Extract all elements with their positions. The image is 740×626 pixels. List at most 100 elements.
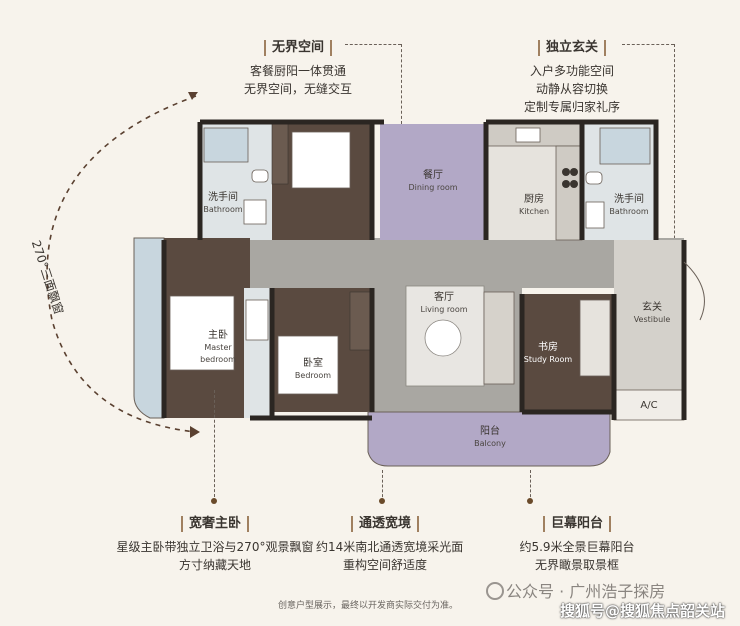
master-sink xyxy=(245,299,269,341)
room-bath1: 洗手间 Bathroom xyxy=(200,192,246,216)
bath1-toilet xyxy=(251,169,269,183)
room-bedroom1: 卧室 Bedroom xyxy=(296,148,336,172)
bath2-sink xyxy=(585,201,605,229)
room-bedroom2: 卧室 Bedroom xyxy=(292,358,334,382)
bedroom2-bed xyxy=(277,335,339,395)
bedroom2-closet xyxy=(349,291,371,351)
watermark-wechat: 公众号 · 广州浩子探房 xyxy=(506,582,666,601)
callout-balcony: 巨幕阳台 约5.9米全景巨幕阳台 无界瞰景取景框 xyxy=(516,512,638,574)
leader-line xyxy=(401,44,402,124)
callout-tag: 通透宽境 xyxy=(350,516,419,532)
leader-line xyxy=(530,470,531,502)
room-vestibule: 玄关 Vestibule xyxy=(626,302,678,326)
room-name-en: Master xyxy=(204,343,232,352)
bath2-toilet xyxy=(585,171,603,185)
room-name-en: Kitchen xyxy=(518,207,550,216)
callout-line: 约14米南北通透宽境采光面 xyxy=(316,540,464,554)
kitchen-counter-side xyxy=(555,145,583,241)
room-name: 餐厅 xyxy=(423,170,443,181)
room-name: 客厅 xyxy=(434,292,454,303)
callout-line: 约5.9米全景巨幕阳台 xyxy=(519,540,635,554)
callout-line: 重构空间舒适度 xyxy=(342,558,427,572)
disclaimer: 创意户型展示，最终以开发商实际交付为准。 xyxy=(278,601,459,611)
room-name-en: Study Room xyxy=(523,355,573,364)
balcony-floor xyxy=(367,411,611,467)
callout-line: 动静从容切换 xyxy=(535,82,608,96)
callout-tag: 无界空间 xyxy=(263,40,332,56)
watermark-sohu: 搜狐号@搜狐焦点韶关站 xyxy=(560,602,726,620)
room-name: 厨房 xyxy=(524,194,544,205)
callout-line: 星级主卧带独立卫浴与270°观景飘窗 xyxy=(116,540,314,554)
callout-line: 无界瞰景取景框 xyxy=(534,558,619,572)
room-name: 卧室 xyxy=(306,148,326,159)
bedroom1-bed xyxy=(291,131,351,189)
callout-ventilation: 通透宽境 约14米南北通透宽境采光面 重构空间舒适度 xyxy=(316,512,464,574)
leader-dot xyxy=(211,498,217,504)
dining-floor xyxy=(380,124,486,240)
room-name-en: Bedroom xyxy=(297,161,335,170)
sofa xyxy=(483,291,515,385)
room-living: 客厅 Living room xyxy=(414,292,474,316)
stove-burner xyxy=(562,180,570,188)
room-ac: A/C xyxy=(634,400,664,412)
kitchen-sink xyxy=(515,127,541,143)
leader-line xyxy=(382,470,383,502)
callout-tag: 巨幕阳台 xyxy=(542,516,611,532)
room-name-en: Living room xyxy=(420,305,468,314)
bath1-shower xyxy=(203,127,249,163)
leader-dot xyxy=(379,498,385,504)
bedroom1-closet xyxy=(271,123,289,185)
coffee-table xyxy=(424,319,462,357)
room-name: 洗手间 xyxy=(208,192,238,203)
room-study: 书房 Study Room xyxy=(520,342,576,366)
room-name-en: Bedroom xyxy=(294,371,332,380)
leader-dot xyxy=(527,498,533,504)
room-name-en: bedroom xyxy=(200,355,236,364)
callout-tag: 独立玄关 xyxy=(537,40,606,56)
room-name-en: Bathroom xyxy=(609,207,649,216)
callout-line: 客餐厨阳一体贯通 xyxy=(249,64,346,78)
callout-line: 方寸纳藏天地 xyxy=(178,558,251,572)
wechat-icon xyxy=(486,582,504,600)
leader-line xyxy=(214,390,215,502)
stove-burner xyxy=(562,168,570,176)
callout-open-space: 无界空间 客餐厨阳一体贯通 无界空间，无缝交互 xyxy=(238,36,358,98)
arc-arrow-bottom xyxy=(190,426,200,438)
master-bed xyxy=(169,295,235,371)
room-name: 洗手间 xyxy=(614,194,644,205)
room-master: 主卧 Master bedroom xyxy=(196,330,240,366)
room-bath2: 洗手间 Bathroom xyxy=(606,194,652,218)
vestibule-floor xyxy=(614,240,684,390)
room-name-en: Vestibule xyxy=(633,315,671,324)
study-desk xyxy=(579,299,611,377)
room-name: 阳台 xyxy=(480,426,500,437)
stove-burner xyxy=(570,180,578,188)
leader-line xyxy=(622,44,674,45)
stove-burner xyxy=(570,168,578,176)
leader-line xyxy=(674,44,675,294)
room-kitchen: 厨房 Kitchen xyxy=(512,194,556,218)
callout-line: 无界空间，无缝交互 xyxy=(243,82,352,96)
bath2-shower xyxy=(599,127,651,165)
room-name-en: Balcony xyxy=(474,439,506,448)
room-name: 书房 xyxy=(538,342,558,353)
room-name: A/C xyxy=(640,400,658,411)
callout-line: 定制专属归家礼序 xyxy=(523,100,620,114)
entry-door xyxy=(683,261,705,321)
callout-entrance: 独立玄关 入户多功能空间 动静从容切换 定制专属归家礼序 xyxy=(512,36,632,116)
room-name: 玄关 xyxy=(642,302,662,313)
room-name: 主卧 xyxy=(208,330,228,341)
arc-arrow-top xyxy=(188,92,198,100)
bath1-sink xyxy=(243,199,267,225)
room-balcony: 阳台 Balcony xyxy=(464,426,516,450)
callout-tag: 宽奢主卧 xyxy=(180,516,249,532)
bay-window xyxy=(133,237,165,419)
callout-line: 入户多功能空间 xyxy=(529,64,614,78)
callout-master: 宽奢主卧 星级主卧带独立卫浴与270°观景飘窗 方寸纳藏天地 xyxy=(110,512,320,574)
room-name-en: Bathroom xyxy=(203,205,243,214)
room-name-en: Dining room xyxy=(408,183,458,192)
room-dining: 餐厅 Dining room xyxy=(404,170,462,194)
leader-line xyxy=(345,44,401,45)
room-name: 卧室 xyxy=(303,358,323,369)
